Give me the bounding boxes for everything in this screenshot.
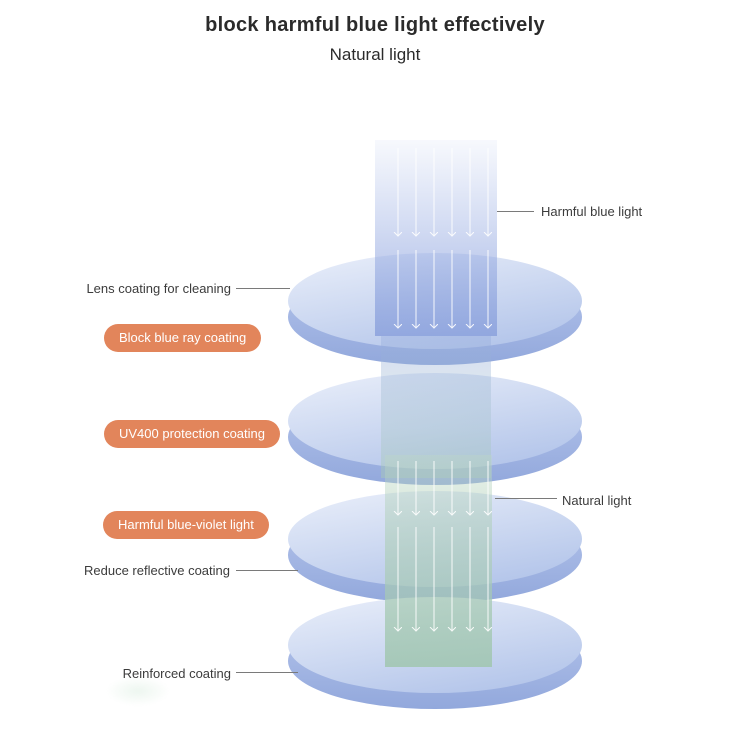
label-natural-light: Natural light [562, 493, 632, 508]
harmful-blue-light-beam [375, 140, 497, 336]
connector-line-harmful-blue-light [497, 211, 534, 212]
connector-line-lens-coating-cleaning [236, 288, 290, 289]
page-subtitle: Natural light [329, 45, 421, 64]
badge-harmful-blue-violet-light: Harmful blue-violet light [103, 511, 269, 539]
connector-line-natural-light [495, 498, 557, 499]
light-transition-beam [381, 336, 491, 478]
down-arrows-icon [385, 461, 492, 667]
badge-uv400-protection-coating: UV400 protection coating [104, 420, 280, 448]
watermark [106, 676, 170, 706]
lens-face [288, 373, 582, 469]
label-reduce-reflective-coating: Reduce reflective coating [84, 563, 230, 578]
label-harmful-blue-light: Harmful blue light [541, 204, 643, 219]
connector-line-reduce-reflective [236, 570, 298, 571]
badge-block-blue-ray-coating: Block blue ray coating [104, 324, 262, 352]
page-title: block harmful blue light effectively [205, 14, 545, 36]
label-reinforced-coating: Reinforced coating [122, 666, 231, 681]
down-arrows-icon [375, 148, 497, 336]
natural-light-beam [385, 455, 492, 667]
label-lens-coating-for-cleaning: Lens coating for cleaning [86, 281, 231, 296]
connector-line-reinforced [236, 672, 298, 673]
